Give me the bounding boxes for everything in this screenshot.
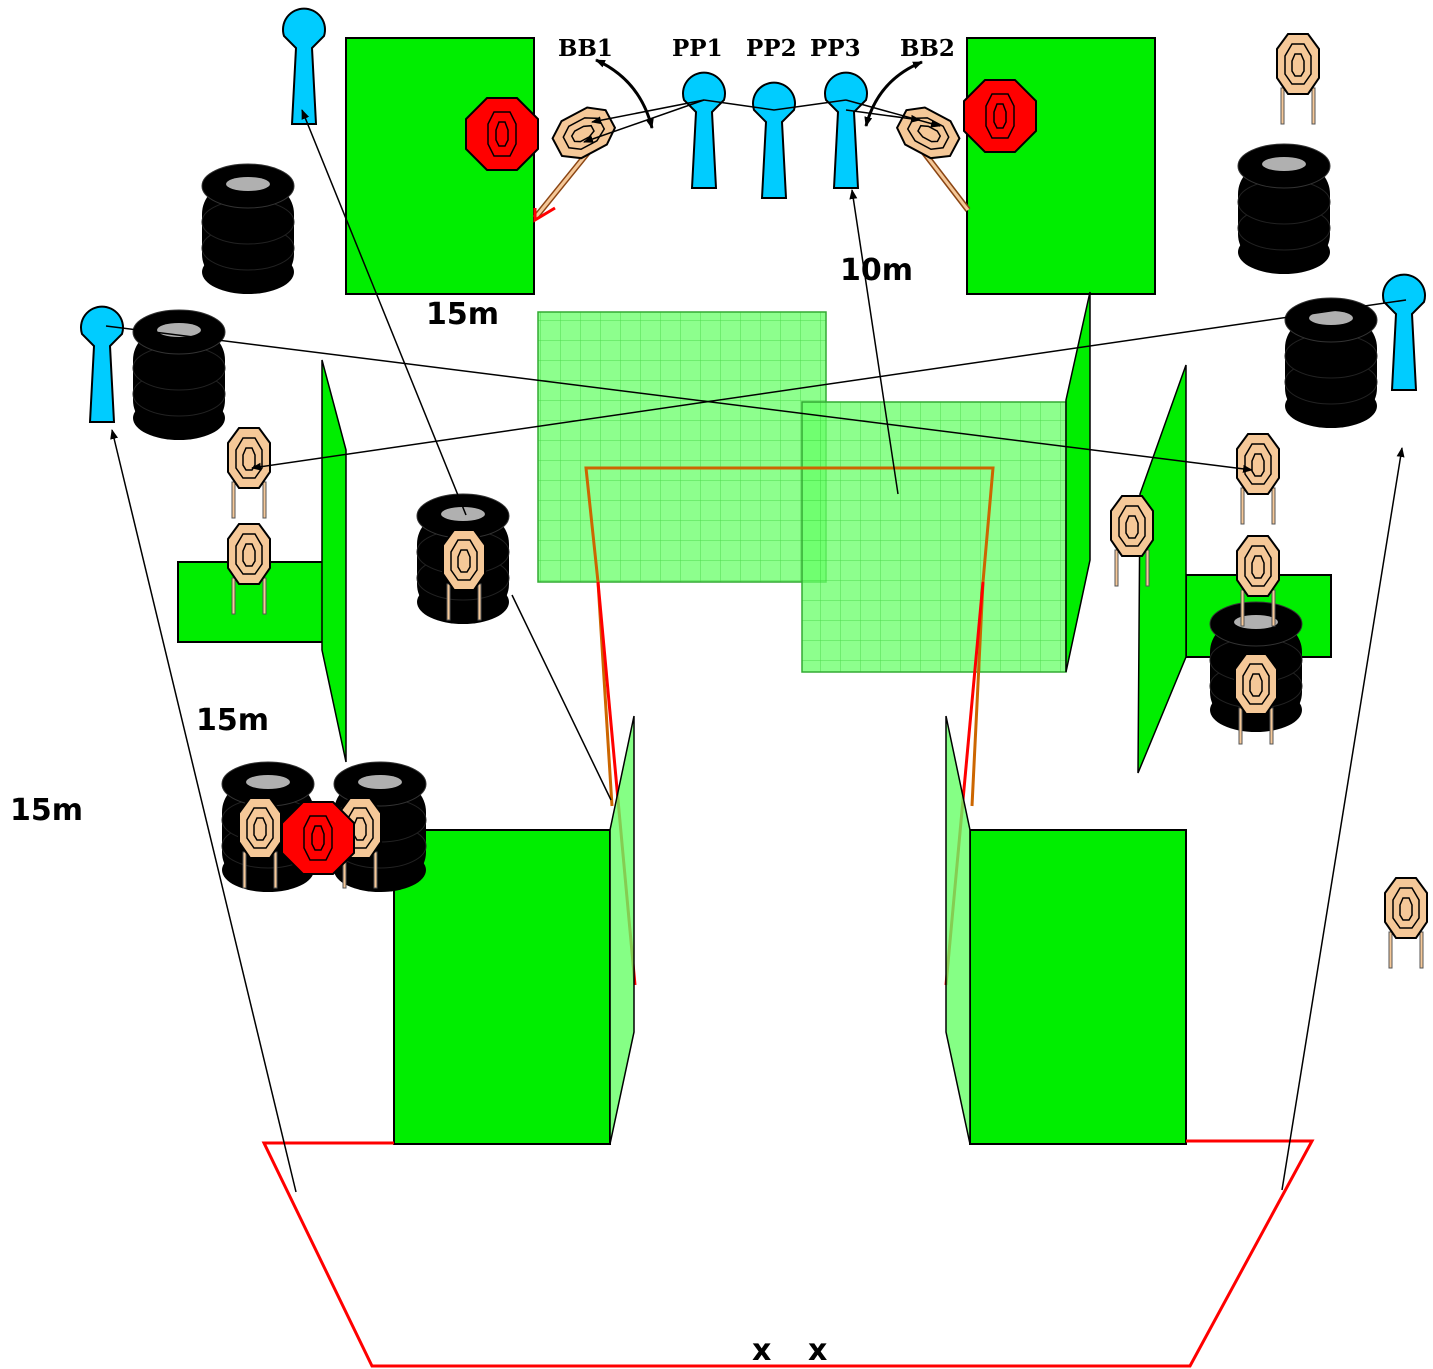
wall-lower-left-side xyxy=(609,715,635,1145)
tire-stack-icon xyxy=(201,163,295,295)
octagon-steel-icon xyxy=(465,97,539,171)
distance-label-top: 10m xyxy=(840,253,913,288)
popper-icon xyxy=(80,305,124,423)
label-pp3: PP3 xyxy=(810,35,861,62)
popper-icon xyxy=(752,81,796,199)
popper-icon xyxy=(282,7,326,125)
octagon-steel-icon xyxy=(963,79,1037,153)
mesh-panel-lower xyxy=(801,401,1067,673)
ipsc-target-icon xyxy=(228,428,270,518)
wall-lower-left xyxy=(393,829,611,1145)
tire-stack-icon xyxy=(132,309,226,441)
label-pp2: PP2 xyxy=(746,35,797,62)
activation-arrow-left xyxy=(595,58,654,129)
distance-label-far-left: 15m xyxy=(10,793,83,828)
wall-top-right xyxy=(966,37,1156,295)
distance-label-upper-left: 15m xyxy=(426,297,499,332)
wall-angled-mid-right xyxy=(1065,291,1091,673)
label-pp1: PP1 xyxy=(672,35,723,62)
octagon-steel-icon xyxy=(281,801,355,875)
bobber-base-left xyxy=(533,206,556,223)
popper-icon xyxy=(824,71,868,189)
ipsc-target-icon xyxy=(1385,878,1427,968)
mesh-panel-upper xyxy=(537,311,827,583)
bobber-target-icon xyxy=(890,99,966,167)
label-bb2: BB2 xyxy=(900,35,955,62)
bobber-arm-right-inner xyxy=(920,149,970,211)
start-position-mark: x xyxy=(752,1333,771,1368)
wall-lower-right-side xyxy=(945,715,971,1145)
distance-label-mid-left: 15m xyxy=(196,703,269,738)
ipsc-target-icon xyxy=(1111,496,1153,586)
ipsc-target-icon xyxy=(1237,434,1279,524)
wall-angled-right xyxy=(1137,364,1187,774)
ipsc-target-icon xyxy=(1277,34,1319,124)
popper-icon xyxy=(1382,273,1426,391)
popper-icon xyxy=(682,71,726,189)
label-bb1: BB1 xyxy=(558,35,613,62)
wall-lower-right xyxy=(969,829,1187,1145)
tire-stack-icon xyxy=(1237,143,1331,275)
activation-arrow-right xyxy=(864,60,923,127)
start-position-mark: x xyxy=(808,1333,827,1368)
wall-angled-left xyxy=(321,359,347,763)
shooting-area-boundary xyxy=(261,1139,1315,1368)
bobber-arm-left-inner xyxy=(533,149,592,219)
tire-stack-icon xyxy=(1284,297,1378,429)
